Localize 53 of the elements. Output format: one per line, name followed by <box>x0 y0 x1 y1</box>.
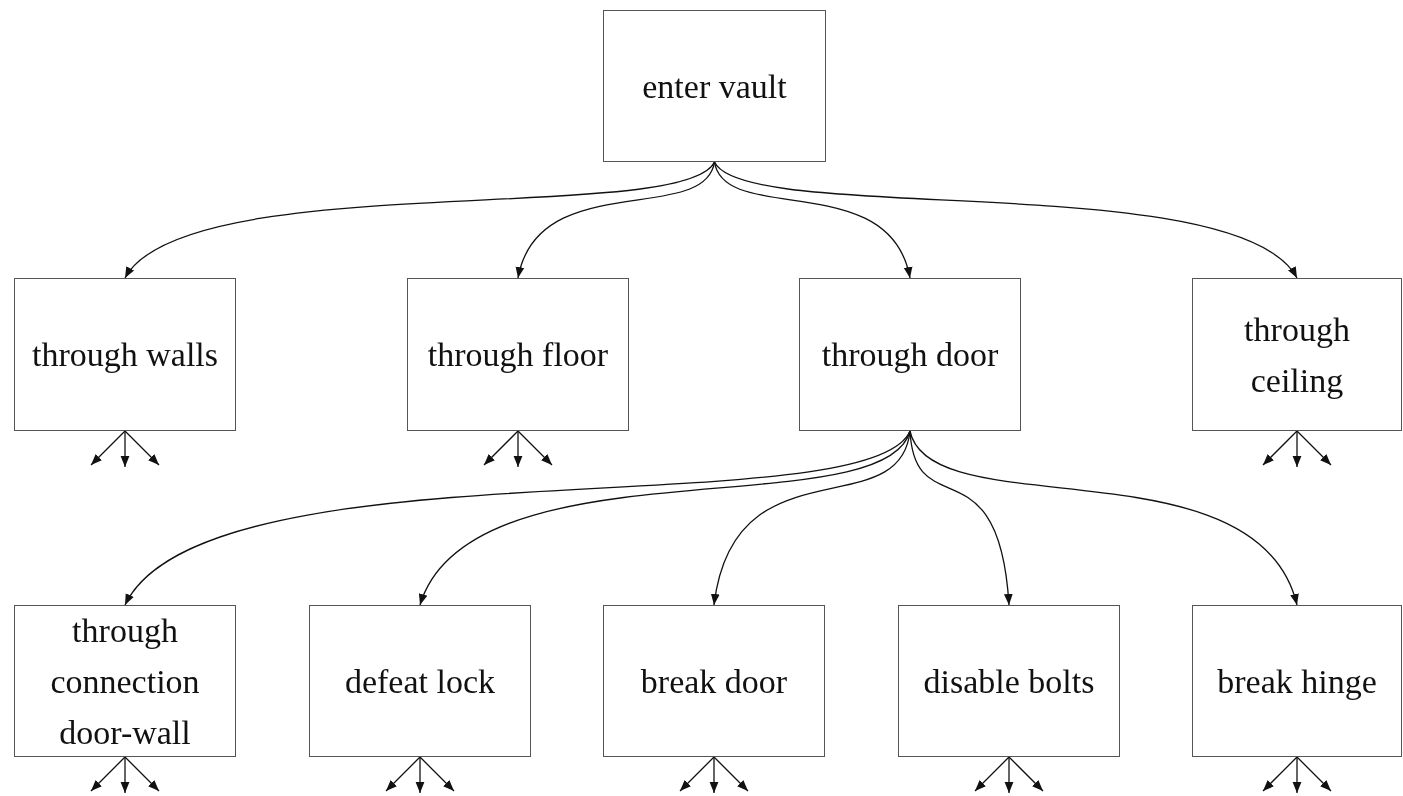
arrow <box>419 430 911 606</box>
arrow <box>517 161 716 279</box>
arrow <box>1296 430 1332 466</box>
process-box <box>603 605 825 757</box>
arrow <box>1008 756 1044 792</box>
arrow <box>713 161 911 279</box>
node-label: disable bolts <box>922 661 1096 702</box>
arrow <box>124 430 160 466</box>
arrow <box>1262 756 1298 792</box>
node-label: enter vault <box>641 66 788 107</box>
arrow <box>1004 756 1014 794</box>
process-box <box>1192 605 1402 757</box>
arrow <box>90 430 126 466</box>
arrow <box>415 756 425 794</box>
node-label: through walls <box>30 335 219 375</box>
arrow <box>419 756 455 792</box>
arrow <box>974 756 1010 792</box>
arrow <box>385 756 421 792</box>
arrow <box>124 756 160 792</box>
arrow <box>513 430 523 468</box>
process-box <box>309 605 531 757</box>
arrow <box>909 430 1013 606</box>
arrow <box>1262 430 1298 466</box>
arrow <box>713 756 749 792</box>
node-label: through ceiling <box>1243 309 1351 401</box>
arrow <box>909 430 1298 606</box>
arrow <box>713 161 1298 279</box>
node-label: through floor <box>426 335 610 375</box>
process-box <box>14 605 236 757</box>
arrow <box>1296 756 1332 792</box>
arrow <box>120 430 130 468</box>
process-box <box>1192 278 1402 431</box>
arrow <box>1292 756 1302 794</box>
process-box <box>799 278 1021 431</box>
arrow <box>124 430 911 606</box>
arrow <box>712 430 911 606</box>
process-box <box>898 605 1120 757</box>
arrow <box>483 430 519 466</box>
node-label: defeat lock <box>343 661 497 702</box>
arrow <box>124 161 716 279</box>
arrow <box>1292 430 1302 468</box>
arrow <box>120 756 130 794</box>
arrow <box>90 756 126 792</box>
arrow <box>517 430 553 466</box>
process-box <box>14 278 236 431</box>
process-box <box>603 10 826 162</box>
arrow <box>679 756 715 792</box>
arrow <box>709 756 719 794</box>
node-label: break door <box>639 661 789 702</box>
process-box <box>407 278 629 431</box>
node-label: through connection door-wall <box>49 610 201 753</box>
node-label: through door <box>820 335 1000 375</box>
node-label: break hinge <box>1216 661 1378 702</box>
